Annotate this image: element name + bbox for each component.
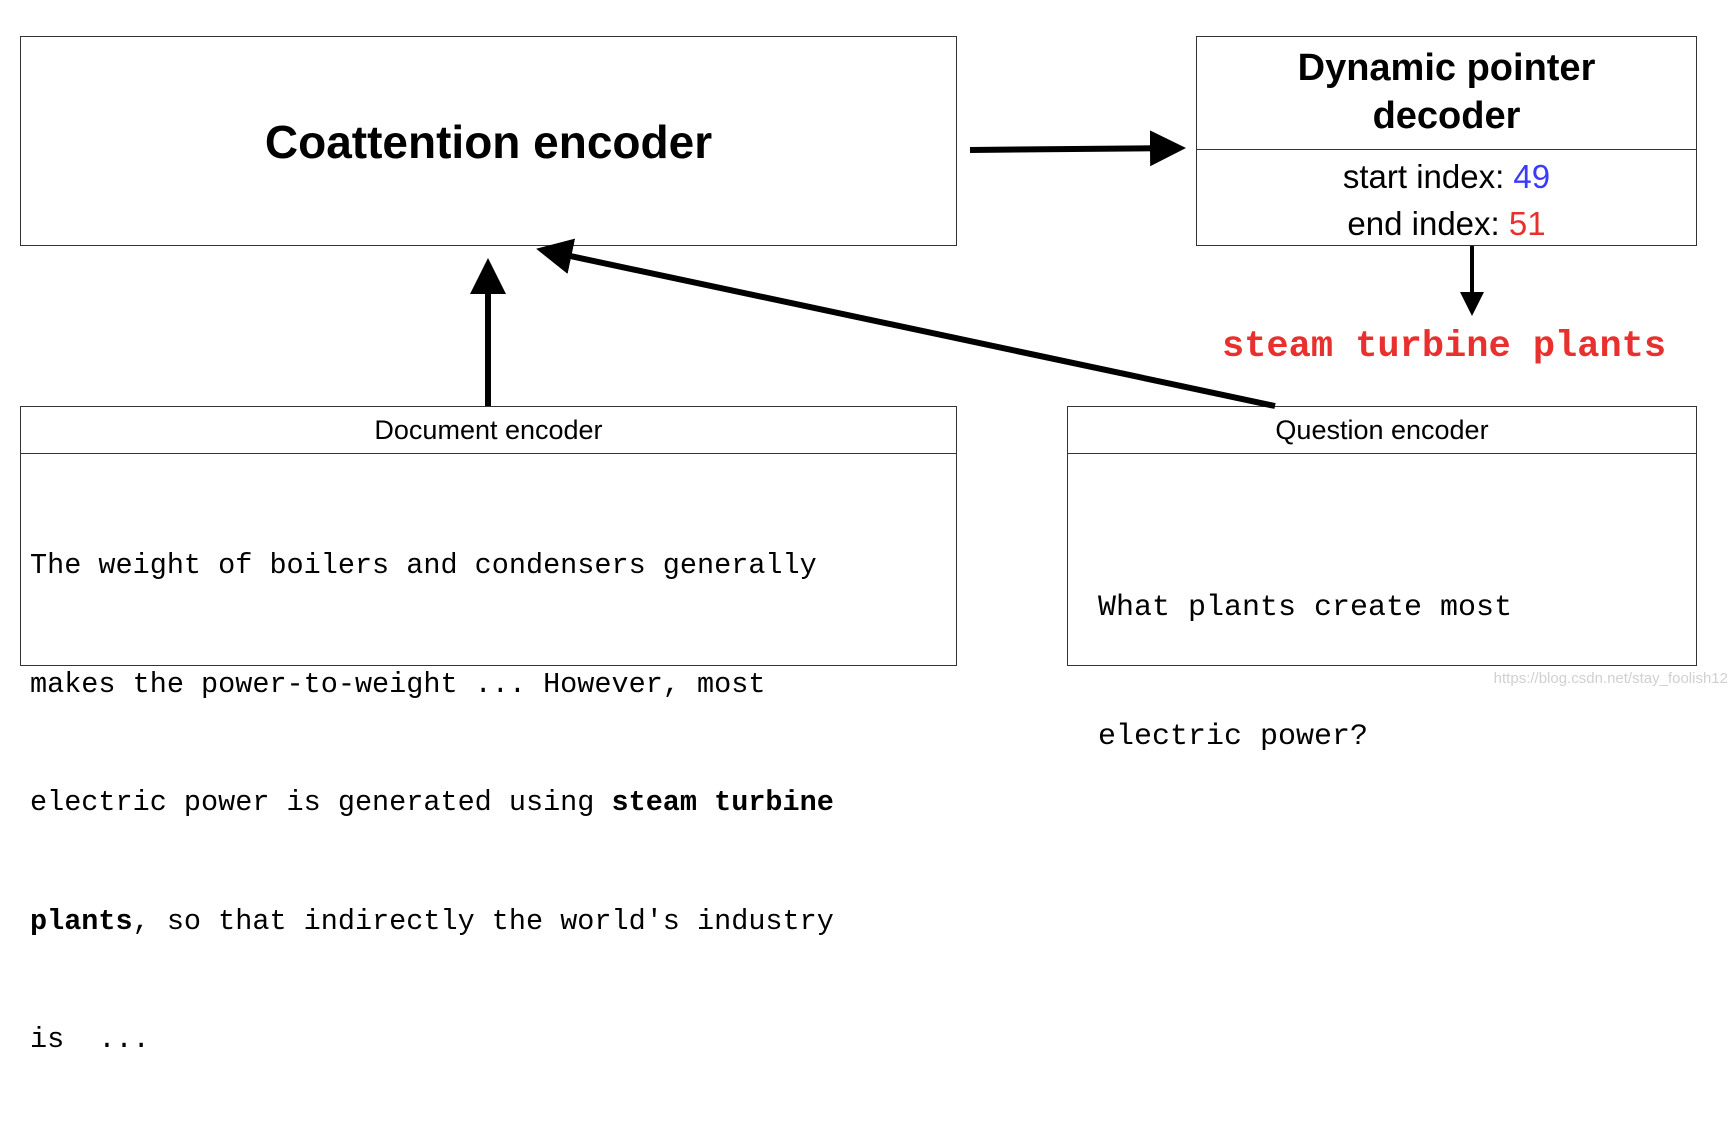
question-line-2: electric power? — [1098, 720, 1369, 754]
arrows-layer — [470, 130, 1484, 409]
coattention-encoder-box: Coattention encoder — [20, 36, 957, 246]
end-index-value: 51 — [1508, 205, 1546, 242]
document-line-4-text: , so that indirectly the world's industr… — [132, 904, 834, 938]
question-encoder-box: Question encoder What plants create most… — [1067, 406, 1697, 754]
document-line-5: is ... — [30, 1023, 150, 1056]
question-encoder-header: Question encoder — [1068, 407, 1696, 454]
document-line-3: electric power is generated using steam … — [30, 783, 834, 823]
document-encoder-header: Document encoder — [21, 407, 956, 454]
document-line-2: makes the power-to-weight ... However, m… — [30, 667, 766, 701]
decoder-title-line2: decoder — [1372, 95, 1521, 137]
question-line-1: What plants create most — [1098, 591, 1513, 625]
coattention-to-decoder-arrow — [969, 130, 1186, 167]
start-index-value: 49 — [1513, 158, 1551, 195]
document-line-1: The weight of boilers and condensers gen… — [30, 549, 817, 582]
dynamic-pointer-decoder-box: Dynamic pointer decoder start index: 49 … — [1196, 36, 1697, 246]
document-line-3-text: electric power is generated using — [30, 786, 612, 819]
answer-highlight-part2: plants — [30, 904, 133, 938]
end-index-line: end index: 51 — [1197, 205, 1696, 243]
answer-text: steam turbine plants — [1222, 326, 1667, 368]
answer-highlight-part1: steam turbine — [611, 786, 834, 819]
decoder-title-section: Dynamic pointer decoder — [1197, 37, 1696, 150]
document-line-4: plants, so that indirectly the world's i… — [30, 902, 834, 942]
start-index-label: start index: — [1342, 158, 1514, 195]
watermark-text: https://blog.csdn.net/stay_foolish12 — [1493, 670, 1728, 687]
end-index-label: end index: — [1347, 205, 1509, 242]
start-index-line: start index: 49 — [1197, 158, 1696, 196]
coattention-encoder-title: Coattention encoder — [264, 116, 713, 168]
question-to-coattention-arrow — [536, 238, 1276, 409]
decoder-title-line1: Dynamic pointer — [1297, 47, 1596, 89]
